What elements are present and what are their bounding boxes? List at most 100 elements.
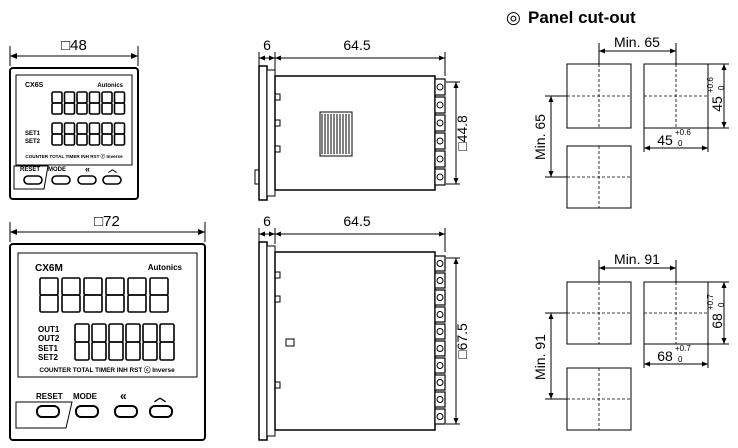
small-side-view: 6 64.5 □44.8	[254, 37, 470, 201]
small-status-text: COUNTER TOTAL TIMER INH RST ⓒ Inverse	[25, 153, 123, 160]
segment-digit	[39, 294, 59, 313]
small-front-view: □48 CX6S Autonics SET1 SET2 COUNTER TOTA…	[9, 37, 139, 200]
large-mode-button[interactable]	[75, 405, 99, 418]
large-side-tab	[274, 271, 281, 279]
small-shift-icon: «	[85, 164, 90, 174]
segment-digit	[63, 102, 76, 115]
segment-digit	[61, 294, 81, 313]
large-side-view: 6 64.5 □67.5	[258, 213, 470, 441]
large-reset-label: RESET	[36, 392, 63, 401]
segment-digit	[127, 294, 147, 313]
top-min-vertical: Min. 65	[532, 114, 548, 160]
large-side-tab	[274, 381, 281, 389]
small-display-top	[51, 91, 126, 115]
large-lcd-window	[17, 252, 198, 378]
large-out1: OUT1	[38, 325, 60, 334]
terminal-screw	[436, 83, 444, 91]
large-reset-button[interactable]	[36, 405, 60, 418]
small-bezel-depth: 6	[263, 37, 271, 53]
arrow	[269, 55, 275, 61]
title-symbol: ◎	[506, 8, 521, 27]
segment-digit	[142, 341, 158, 361]
small-side-clip	[254, 169, 260, 185]
arrow	[599, 48, 605, 54]
arrow	[259, 55, 265, 61]
small-side-tab	[274, 119, 281, 127]
arrow-right	[198, 229, 205, 235]
large-display-bottom	[74, 323, 175, 361]
arrow	[670, 265, 676, 271]
small-display-bottom	[51, 122, 126, 146]
small-shift-button[interactable]	[77, 175, 97, 185]
terminal	[434, 408, 446, 425]
terminal	[434, 168, 446, 186]
large-side-body	[274, 251, 436, 431]
large-shift-button[interactable]	[114, 405, 138, 418]
small-side-body	[274, 75, 436, 191]
large-bezel-depth: 6	[263, 213, 271, 229]
large-reset-guard	[15, 401, 73, 429]
bottom-size-w: 68	[657, 348, 673, 364]
segment-digit	[113, 102, 126, 115]
small-height-label: □44.8	[454, 115, 470, 151]
top-size-w: 45	[657, 132, 673, 148]
arrow	[548, 313, 554, 319]
large-height-label: □67.5	[454, 323, 470, 359]
top-size-w-tol-plus: +0.6	[675, 128, 691, 137]
small-side-vent	[319, 111, 353, 157]
large-width-label: □72	[94, 213, 120, 230]
segment-digit	[113, 133, 126, 146]
small-side-tab	[274, 145, 281, 153]
arrow	[721, 338, 727, 344]
terminal	[434, 374, 446, 391]
arrow-left	[10, 53, 17, 59]
large-up-button[interactable]	[149, 405, 173, 418]
arrow	[269, 231, 275, 237]
terminal	[434, 323, 446, 340]
arrow	[259, 231, 265, 237]
large-shift-icon: «	[120, 389, 127, 403]
terminal	[434, 357, 446, 374]
arrow	[721, 282, 727, 288]
small-terminals	[434, 78, 446, 186]
small-up-button[interactable]	[102, 175, 122, 185]
arrow	[548, 393, 554, 399]
arrow	[453, 82, 459, 88]
terminal-screw	[436, 379, 444, 386]
arrow	[721, 64, 727, 70]
small-side-gasket	[266, 69, 276, 197]
terminal-screw	[436, 137, 444, 145]
arrow	[548, 96, 554, 102]
small-reset-guard	[13, 165, 49, 190]
segment-digit	[76, 102, 88, 115]
small-up-icon: ︿	[108, 164, 117, 174]
terminal-screw	[436, 362, 444, 369]
small-brand: Autonics	[97, 83, 123, 89]
large-side-latch	[285, 338, 295, 347]
large-body-depth: 64.5	[343, 213, 370, 229]
small-side-bezel	[258, 65, 268, 201]
terminal	[434, 289, 446, 306]
panel-cutout-title: Panel cut-out	[528, 8, 636, 27]
small-set1: SET1	[25, 131, 41, 137]
large-mode-label: MODE	[73, 392, 98, 401]
segment-digit	[101, 133, 113, 146]
arrow-left	[10, 229, 17, 235]
small-mode-button[interactable]	[51, 175, 71, 185]
terminal-screw	[436, 173, 444, 181]
terminal	[434, 150, 446, 168]
small-lcd-window	[15, 74, 133, 166]
bottom-min-horizontal: Min. 91	[614, 251, 660, 267]
large-model: CX6M	[35, 263, 63, 274]
segment-digit	[108, 341, 124, 361]
small-body-depth: 64.5	[343, 37, 370, 53]
small-reset-button[interactable]	[23, 175, 43, 185]
terminal-screw	[436, 328, 444, 335]
bottom-min-vertical: Min. 91	[532, 334, 548, 380]
segment-digit	[88, 133, 101, 146]
segment-digit	[88, 102, 101, 115]
large-side-tab	[274, 295, 281, 303]
arrow	[453, 258, 459, 264]
bottom-size-w-tol-plus: +0.7	[675, 344, 691, 353]
